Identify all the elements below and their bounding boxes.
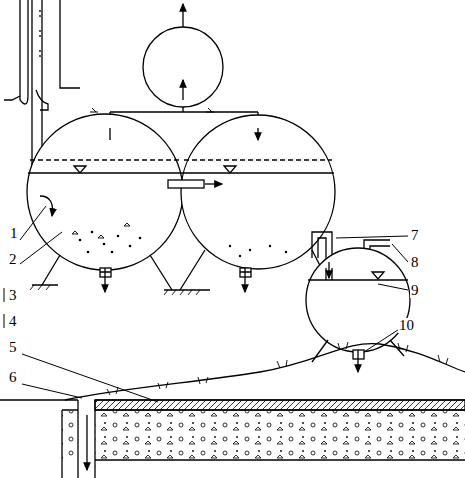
callout-number: 3 bbox=[8, 288, 18, 303]
callout-number: 6 bbox=[8, 370, 18, 385]
callout-number: 4 bbox=[8, 314, 18, 329]
callout-number: 5 bbox=[8, 340, 18, 355]
callout-number: 8 bbox=[410, 255, 420, 270]
callout-number: 9 bbox=[410, 283, 420, 298]
callout-number: 1 bbox=[9, 226, 19, 241]
callout-number: 7 bbox=[410, 228, 420, 243]
callout-number: 10 bbox=[398, 318, 415, 333]
callout-number: 2 bbox=[8, 252, 18, 267]
